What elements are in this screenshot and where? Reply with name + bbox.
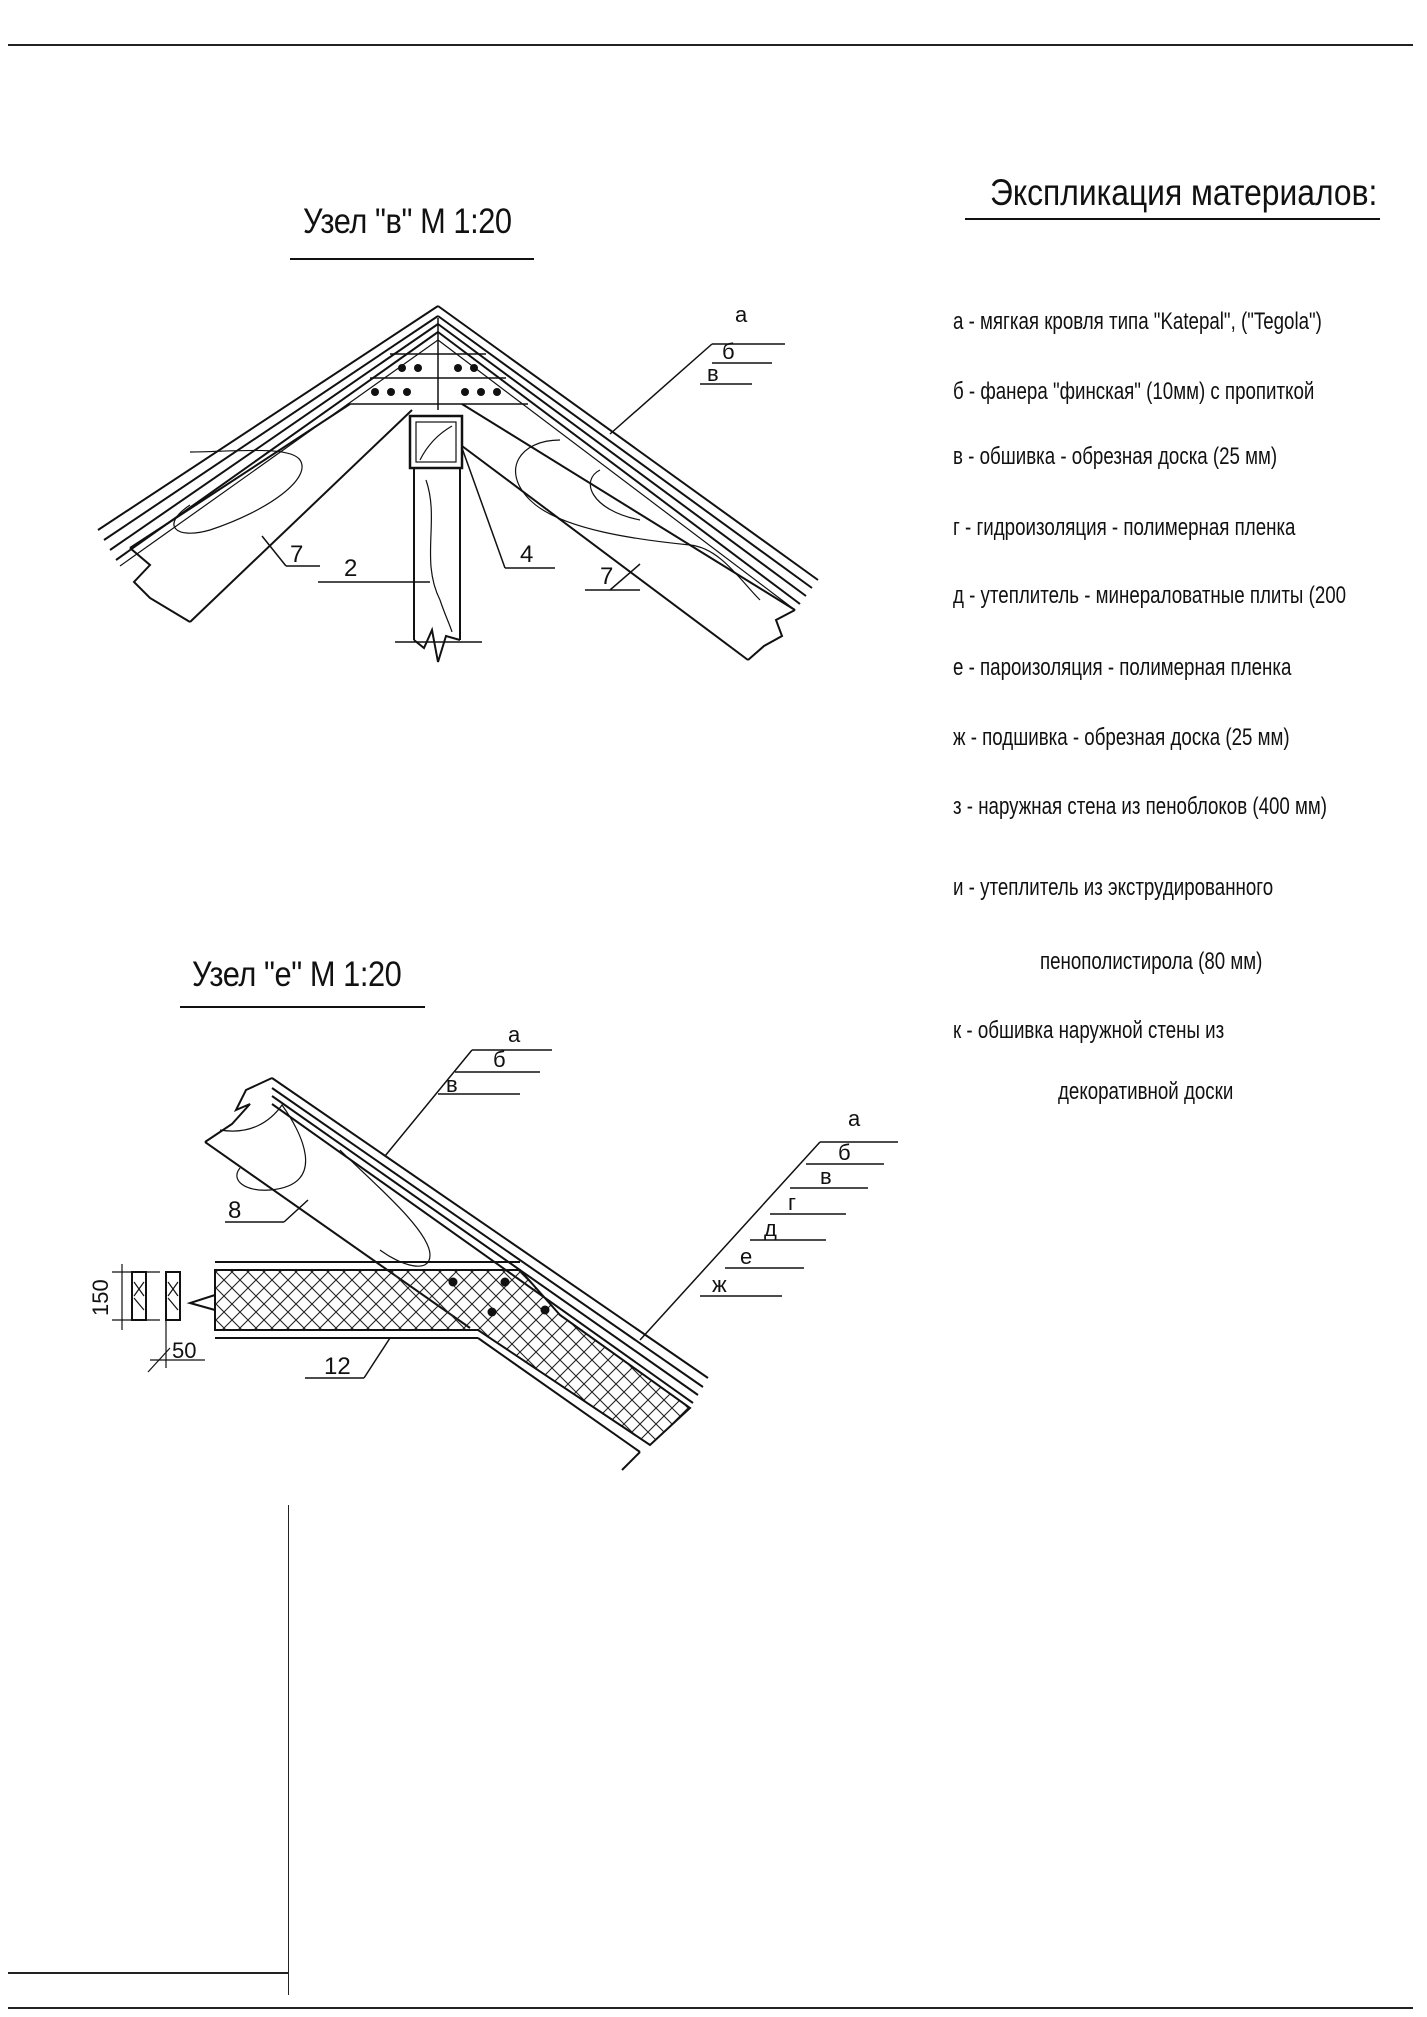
- node-v-title: Узел "в" М 1:20: [303, 202, 512, 241]
- node-v-callout-7-left: 7: [290, 541, 303, 568]
- legend-item-k-continued: декоративной доски: [1058, 1078, 1234, 1105]
- node-e-title-underline: [180, 1006, 425, 1008]
- node-v-label-v: в: [707, 361, 719, 386]
- node-e-callout-12: 12: [324, 1353, 351, 1380]
- node-v-label-a: а: [735, 302, 748, 327]
- node-e-drawing: [112, 1049, 898, 1471]
- node-v-ridge-beam: [408, 414, 464, 470]
- legend-item-i: и - утеплитель из экструдированного: [953, 874, 1274, 901]
- node-e-callout-8: 8: [228, 1197, 241, 1224]
- bottom-frame-line: [8, 2007, 1413, 2009]
- node-v-roof-layers-left: [97, 305, 439, 567]
- bottom-left-frame-line: [8, 1972, 288, 1974]
- legend-item-z: з - наружная стена из пеноблоков (400 мм…: [953, 793, 1327, 820]
- node-v-drawing: [97, 305, 819, 663]
- node-e-wall-label-d: д: [764, 1216, 777, 1241]
- node-v-ridge-gusset: [348, 318, 528, 410]
- node-e-dim-50: 50: [172, 1338, 196, 1363]
- legend-item-i-continued: пенополистирола (80 мм): [1040, 948, 1263, 975]
- node-v-label-b: б: [722, 339, 735, 364]
- node-v-left-rafter: [129, 403, 413, 623]
- node-e-fastener-dots: [448, 1277, 550, 1317]
- legend-item-k: к - обшивка наружной стены из: [953, 1017, 1225, 1044]
- legend-title: Экспликация материалов:: [990, 172, 1378, 213]
- node-e-wall-label-a: а: [848, 1106, 861, 1131]
- node-v-right-rafter: [461, 403, 796, 661]
- node-e-wall-label-e: е: [740, 1244, 752, 1269]
- node-e-roof-label-v: в: [446, 1072, 458, 1097]
- node-e-roof-layers: [271, 1077, 709, 1404]
- top-frame-line: [8, 44, 1413, 46]
- legend-item-zh: ж - подшивка - обрезная доска (25 мм): [953, 724, 1290, 751]
- node-e-section-mark: [112, 1264, 205, 1373]
- node-v-bolt-dots: [371, 364, 501, 396]
- node-e-wall-label-b: б: [838, 1140, 851, 1165]
- node-v-title-underline: [290, 258, 534, 260]
- legend-title-underline: [965, 218, 1380, 220]
- node-e-roof-label-b: б: [493, 1047, 506, 1072]
- node-v-post: [395, 468, 482, 663]
- node-e-insulation-hatch: [214, 1269, 692, 1447]
- node-e-roof-label-a: а: [508, 1022, 521, 1047]
- node-v-leaders: [261, 343, 785, 591]
- node-e-wall-label-g: г: [788, 1190, 796, 1215]
- stamp-vertical-line: [288, 1505, 289, 1995]
- node-e-wall-label-v: в: [820, 1164, 832, 1189]
- legend-item-v: в - обшивка - обрезная доска (25 мм): [953, 443, 1278, 470]
- node-e-leaders: [225, 1049, 898, 1379]
- node-e-dim-150: 150: [88, 1279, 113, 1316]
- node-v-callout-7-right: 7: [600, 563, 613, 590]
- legend-item-a: а - мягкая кровля типа "Katepal", ("Tego…: [953, 308, 1322, 335]
- legend-item-d: д - утеплитель - минераловатные плиты (2…: [953, 582, 1347, 609]
- node-v-callout-2: 2: [344, 555, 357, 582]
- node-e-wall-label-zh: ж: [712, 1272, 727, 1297]
- node-e-title: Узел "е" М 1:20: [192, 955, 402, 994]
- legend-item-e: е - пароизоляция - полимерная пленка: [953, 654, 1292, 681]
- legend-item-b: б - фанера "финская" (10мм) с пропиткой: [953, 378, 1315, 405]
- node-v-callout-4: 4: [520, 541, 533, 568]
- node-v-roof-layers-right: [437, 305, 819, 611]
- legend-item-g: г - гидроизоляция - полимерная пленка: [953, 514, 1296, 541]
